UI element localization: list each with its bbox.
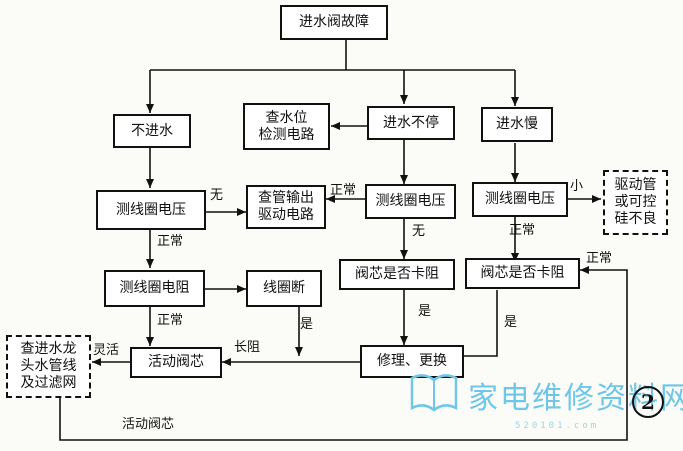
node-no-water-text: 不进水 xyxy=(131,122,173,139)
node-repair-replace-text: 修理、更换 xyxy=(377,353,447,369)
watermark-url: 520101.com xyxy=(515,421,600,431)
node-measure-voltage-right-text: 测线圈电压 xyxy=(485,191,555,207)
node-measure-resistance: 测线圈电阻 xyxy=(104,270,205,307)
node-inlet-valve-fault: 进水阀故障 xyxy=(280,5,388,40)
label-normal-2: 正常 xyxy=(157,313,184,328)
label-core-bottom: 活动阀芯 xyxy=(122,417,175,432)
node-measure-voltage-right: 测线圈电压 xyxy=(472,182,568,217)
label-small: 小 xyxy=(570,179,584,194)
node-water-nonstop-text: 进水不停 xyxy=(383,114,439,131)
node-water-slow: 进水慢 xyxy=(481,107,553,142)
label-yes-coil: 是 xyxy=(300,317,314,332)
node-coil-broken-text: 线圈断 xyxy=(263,280,305,296)
book-icon xyxy=(410,374,458,412)
node-measure-voltage-mid-text: 测线圈电压 xyxy=(375,193,446,209)
label-yes-mid: 是 xyxy=(418,304,432,319)
label-none-left: 无 xyxy=(210,188,224,203)
node-water-nonstop: 进水不停 xyxy=(367,106,455,140)
node-check-level-circuit-text: 查水位 检测电路 xyxy=(258,109,315,143)
node-core-stuck-mid-text: 阀芯是否卡阻 xyxy=(355,266,439,282)
label-flexible: 灵活 xyxy=(93,343,120,358)
label-normal-right: 正常 xyxy=(509,223,536,238)
label-yes-right: 是 xyxy=(504,315,518,330)
label-normal-to-drive: 正常 xyxy=(330,183,357,198)
node-no-water: 不进水 xyxy=(113,114,191,148)
label-none-mid: 无 xyxy=(412,224,426,239)
node-coil-broken: 线圈断 xyxy=(246,270,322,307)
node-core-stuck-right: 阀芯是否卡阻 xyxy=(465,258,580,289)
node-check-level-circuit: 查水位 检测电路 xyxy=(243,103,330,150)
node-measure-voltage-left-text: 测线圈电压 xyxy=(116,201,186,218)
node-drive-transistor-bad: 驱动管 或可控 硅不良 xyxy=(603,170,668,235)
node-core-stuck-mid: 阀芯是否卡阻 xyxy=(339,259,455,290)
node-check-inlet-pipe-filter: 查进水龙 头水管线 及过滤网 xyxy=(6,335,91,398)
label-long-resistance: 长阻 xyxy=(234,340,261,355)
node-measure-voltage-left: 测线圈电压 xyxy=(96,190,206,230)
figure-number-text: 2 xyxy=(641,390,655,414)
node-check-drive-circuit-text: 查管输出 驱动电路 xyxy=(258,190,314,223)
node-check-drive-circuit: 查管输出 驱动电路 xyxy=(246,185,326,229)
label-normal-1: 正常 xyxy=(157,234,184,249)
node-measure-voltage-mid: 测线圈电压 xyxy=(365,184,456,219)
node-move-valve-core-text: 活动阀芯 xyxy=(148,354,204,370)
node-measure-resistance-text: 测线圈电阻 xyxy=(119,280,190,296)
node-core-stuck-right-text: 阀芯是否卡阻 xyxy=(480,265,565,281)
node-inlet-valve-fault-text: 进水阀故障 xyxy=(299,14,369,30)
node-water-slow-text: 进水慢 xyxy=(496,116,538,132)
node-check-inlet-pipe-filter-text: 查进水龙 头水管线 及过滤网 xyxy=(20,341,77,391)
label-normal-far: 正常 xyxy=(586,251,613,266)
figure-number: 2 xyxy=(632,386,664,418)
node-move-valve-core: 活动阀芯 xyxy=(130,347,222,378)
node-drive-transistor-bad-text: 驱动管 或可控 硅不良 xyxy=(614,177,657,227)
